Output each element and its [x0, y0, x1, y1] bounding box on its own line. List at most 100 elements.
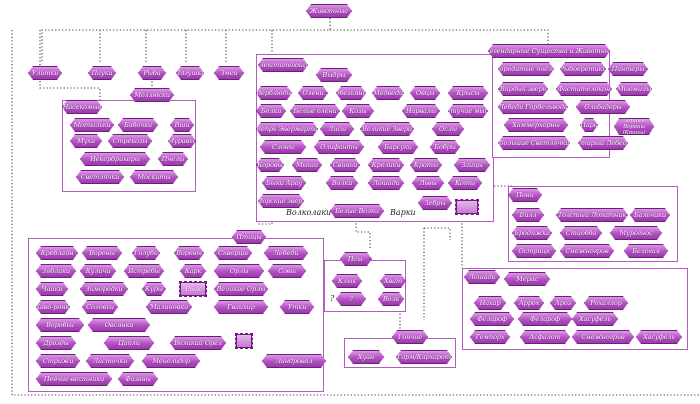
node-107: Совы: [268, 264, 306, 278]
node-113: Жаво-ронки: [36, 300, 70, 314]
node-31: Кроты: [410, 158, 442, 172]
node-63: Светлячки: [76, 170, 124, 184]
node-105: Карк: [180, 264, 206, 278]
node-118: Воробьи: [36, 318, 84, 332]
node-17: Нарвалы: [402, 104, 440, 118]
node-29: Свиньи: [330, 158, 360, 172]
node-32: Зайцы: [454, 158, 490, 172]
node-84: Мерас: [504, 272, 550, 286]
node-2: Рыба: [138, 66, 166, 80]
node-23: Слоны: [260, 140, 306, 154]
node-41: ?: [455, 199, 479, 215]
node-59: Стрекозы: [108, 134, 152, 148]
node-51: Пард: [580, 118, 598, 132]
node-43: Рыбоеретики: [560, 62, 606, 76]
node-88: Рохаллор: [584, 296, 628, 310]
node-53: Большие Светлячки: [498, 136, 570, 150]
node-12: Овцы: [410, 86, 440, 100]
node-10: Обезьяны: [336, 86, 366, 100]
node-40: Зебры: [418, 196, 452, 210]
node-92: Гемпорх: [470, 330, 510, 344]
node-0: Улитки: [28, 66, 62, 80]
node-114: Соловьи: [82, 300, 118, 314]
legendary-group-node: Легендарные Существа и Животные: [488, 44, 610, 58]
node-36: Львы: [412, 176, 444, 190]
birds-unknown-node: ?: [235, 333, 253, 349]
node-112: Великие Орлы: [214, 282, 268, 296]
horses-group-node: Лошади: [464, 270, 500, 284]
node-115: Малиновки: [146, 300, 192, 314]
node-101: Лебеди: [264, 246, 308, 260]
node-15: Белые олени: [290, 104, 340, 118]
node-73: Снежногрив: [560, 244, 614, 258]
node-26: Бобры: [430, 140, 460, 154]
node-27: Коровы: [256, 158, 284, 172]
node-35: Лошади: [368, 176, 404, 190]
node-124: Ласточки: [86, 354, 134, 368]
node-122: Цапли: [104, 336, 154, 350]
dogs-unknown-label: ?: [330, 294, 335, 303]
node-48: Лебеди Горбельвода: [498, 100, 568, 114]
node-67: Толстый Лопатник: [556, 208, 628, 222]
node-49: Ольбадоры: [576, 100, 630, 114]
node-83: Гарм/Кархарот: [396, 350, 452, 364]
node-79: Хват: [380, 274, 406, 288]
node-18: Летучие мыши: [448, 104, 488, 118]
node-28: Мыши: [292, 158, 322, 172]
node-76: Клык: [332, 274, 362, 288]
node-108: Чайки: [36, 282, 68, 296]
node-86: Аррох: [514, 296, 544, 310]
node-5: Моллюски: [130, 88, 174, 102]
node-94: Снежногрив: [572, 330, 634, 344]
node-60: Муравьи: [168, 134, 196, 148]
node-123: Стрижи: [36, 354, 80, 368]
node-116: Гваихир: [214, 300, 268, 314]
node-126: Ландровал: [262, 354, 326, 368]
node-85: Нахар: [474, 296, 506, 310]
node-37: Коты: [448, 176, 482, 190]
node-80: Волк: [378, 292, 404, 306]
node-50: Хаммерхорны: [504, 118, 568, 132]
node-21: Великие Звери: [360, 122, 414, 136]
node-69: Бродяжка: [512, 226, 552, 240]
node-56: Бабочки: [118, 118, 158, 132]
node-120: Великий Орёл: [170, 336, 226, 350]
birds-box: [28, 238, 324, 392]
node-119: Овсянки: [88, 318, 150, 332]
node-78: ?: [336, 292, 366, 306]
node-62: Пчелы: [158, 152, 188, 166]
node-127: Певчие-вестники: [36, 372, 112, 386]
node-22: Ослы: [432, 122, 464, 136]
volkolaki-label: Волколаки: [286, 208, 332, 217]
node-54: Старый Лебедь: [578, 136, 628, 150]
node-25: Барсуки: [378, 140, 418, 154]
node-111: Роак: [179, 281, 207, 297]
varki-label: Варки: [390, 208, 416, 217]
node-61: Некербрикеры: [80, 152, 150, 166]
node-45: Вардык-зверь: [498, 82, 548, 96]
node-55: Мотыльки: [70, 118, 114, 132]
node-68: Бальчики: [630, 208, 670, 222]
node-7: Выдры: [316, 68, 352, 82]
node-91: Хасуфель: [572, 312, 618, 326]
node-14: Белки: [256, 104, 286, 118]
node-81: Гончие: [392, 330, 428, 344]
node-100: Скворцы: [214, 246, 252, 260]
node-57: Вши: [170, 118, 194, 132]
node-71: Мурогнос: [610, 226, 662, 240]
node-117: Утки: [280, 300, 314, 314]
node-128: Фазаны: [118, 372, 158, 386]
node-87: Ароз: [550, 296, 576, 310]
node-39: Белые Волки: [330, 204, 384, 218]
node-8: Верблюды: [256, 86, 292, 100]
node-13: Крысы: [448, 86, 488, 100]
node-34: Волки: [326, 176, 358, 190]
node-1: Пауки: [88, 66, 116, 80]
node-97: Вороны: [82, 246, 122, 260]
node-89: Фелароф: [470, 312, 514, 326]
node-110: Куры: [142, 282, 166, 296]
birds-group-node: Птицы: [232, 230, 266, 244]
node-102: Зяблики: [36, 264, 76, 278]
node-95: Хасуфель: [636, 330, 682, 344]
